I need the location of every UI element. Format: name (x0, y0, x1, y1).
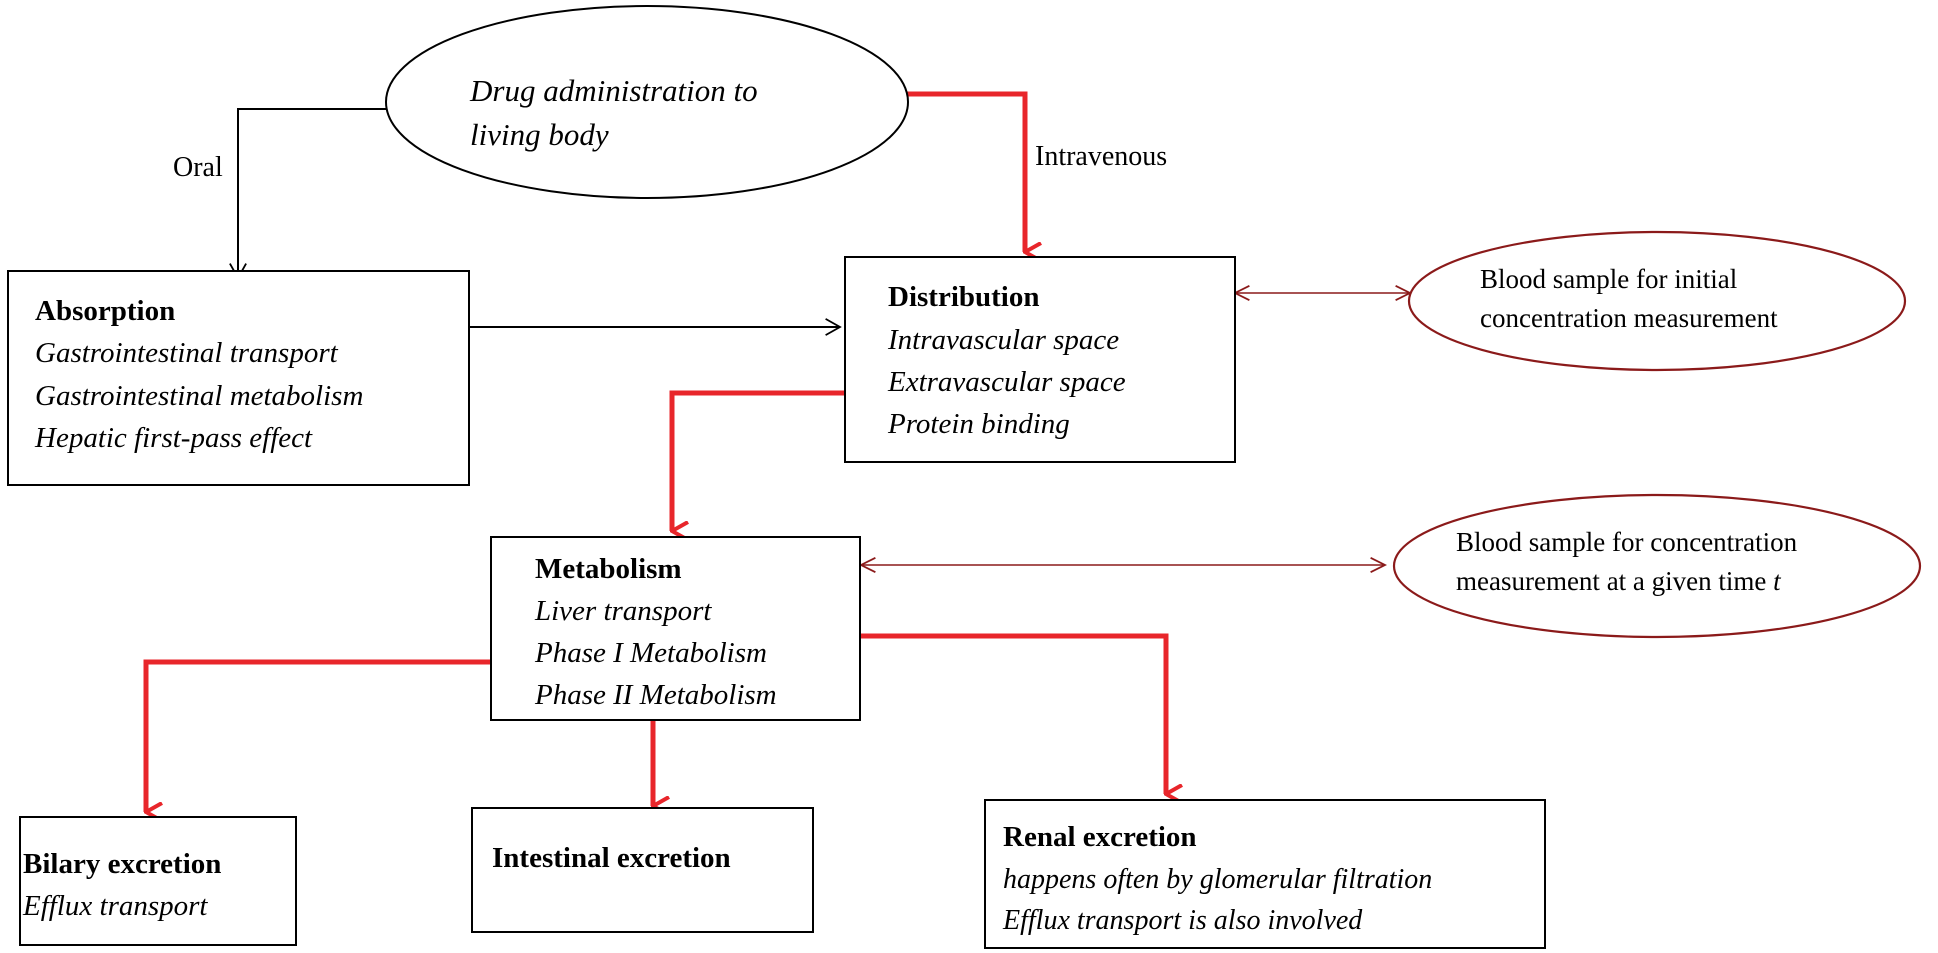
blood-sample-time-node (1392, 493, 1922, 639)
oral-label: Oral (173, 152, 223, 183)
drug-administration-line2: living body (470, 117, 609, 152)
absorption-title: Absorption (35, 295, 175, 327)
distribution-item-2: Extravascular space (887, 366, 1126, 398)
metabolism-to-biliary-arrow (143, 659, 491, 812)
absorption-box (7, 270, 470, 486)
absorption-item-1: Gastrointestinal transport (35, 337, 339, 369)
biliary-title: Bilary excretion (23, 848, 221, 880)
renal-excretion-box (984, 799, 1546, 949)
biliary-item-1: Efflux transport (22, 890, 208, 922)
drug-administration-line1: Drug administration to (469, 73, 758, 108)
metabolism-title: Metabolism (535, 553, 682, 585)
renal-item-1: happens often by glomerular filtration (1003, 864, 1432, 895)
blood-sample-initial-line2: concentration measurement (1480, 303, 1778, 333)
blood-sample-time-line2: measurement at a given time t (1456, 566, 1782, 596)
metabolism-item-3: Phase II Metabolism (534, 679, 777, 711)
drug-administration-node (385, 5, 909, 199)
metabolism-to-renal-arrow (860, 633, 1166, 794)
absorption-item-2: Gastrointestinal metabolism (35, 380, 363, 412)
blood-sample-initial-line1: Blood sample for initial (1480, 264, 1737, 294)
intestinal-title: Intestinal excretion (492, 842, 731, 874)
blood-sample-time-variable: t (1773, 566, 1782, 596)
renal-item-2: Efflux transport is also involved (1002, 905, 1363, 936)
blood-sample-initial-node (1407, 230, 1907, 372)
intestinal-excretion-box (471, 807, 814, 933)
distribution-item-3: Protein binding (887, 408, 1070, 440)
distribution-item-1: Intravascular space (887, 324, 1119, 356)
distribution-box (844, 256, 1236, 463)
blood-sample-time-text: measurement at a given time (1456, 566, 1773, 596)
intravenous-connector (902, 91, 1025, 252)
metabolism-box (490, 536, 861, 721)
biliary-excretion-box (19, 816, 297, 946)
oral-connector (238, 108, 386, 278)
intravenous-label: Intravenous (1035, 141, 1167, 172)
blood-sample-time-line1: Blood sample for concentration (1456, 527, 1798, 557)
renal-title: Renal excretion (1003, 821, 1197, 853)
absorption-item-3: Hepatic first-pass effect (34, 422, 313, 454)
distribution-title: Distribution (888, 281, 1039, 313)
metabolism-item-1: Liver transport (534, 595, 712, 627)
distribution-to-metabolism-arrow (669, 390, 845, 531)
metabolism-item-2: Phase I Metabolism (534, 637, 767, 669)
